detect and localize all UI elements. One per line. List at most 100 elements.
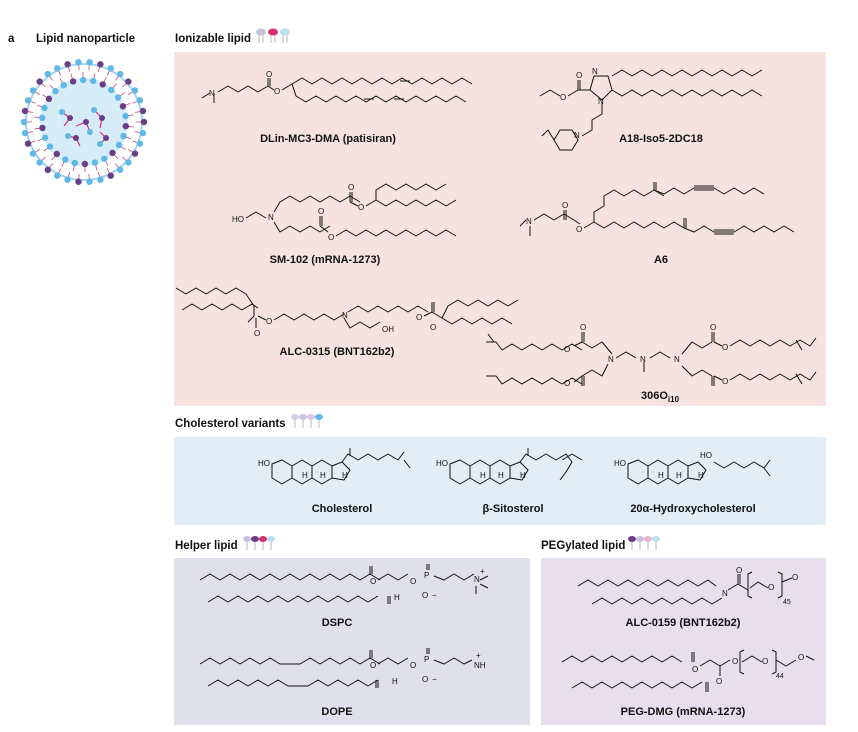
svg-text:O: O: [266, 70, 272, 79]
pegylated-lipid-heading: PEGylated lipid: [541, 540, 626, 552]
lipid-head: [125, 78, 132, 85]
lipid-head: [122, 112, 129, 120]
svg-text:O: O: [562, 201, 568, 210]
a6-structure: N O O: [519, 182, 795, 236]
svg-text:O: O: [732, 657, 738, 666]
dope-structure: O O P O− NH+ H: [199, 648, 486, 688]
lipid-head: [131, 150, 139, 157]
lipid-head: [52, 87, 59, 95]
lipid-head: [136, 140, 144, 147]
svg-text:O: O: [580, 323, 586, 332]
306oi10-label-text: 306O: [640, 390, 668, 402]
lipid-head: [75, 178, 82, 185]
svg-text:O: O: [410, 577, 416, 586]
svg-text:O: O: [722, 377, 728, 386]
lipid-head: [39, 124, 46, 132]
svg-text:O: O: [692, 665, 698, 674]
cholesterol-panel: [174, 437, 826, 525]
svg-text:N: N: [608, 355, 614, 364]
lipid-head: [36, 159, 43, 166]
helper-lipid-heading: Helper lipid: [175, 540, 238, 552]
lipid-head: [69, 78, 77, 85]
lipid-head: [44, 70, 52, 78]
svg-text:O: O: [798, 653, 804, 662]
lipid-head: [64, 176, 71, 183]
svg-text:O: O: [576, 225, 582, 234]
lipid-head: [29, 150, 37, 157]
svg-text:P: P: [424, 655, 429, 664]
lipid-head: [21, 107, 29, 115]
lipid-head: [54, 172, 61, 179]
svg-text:H: H: [520, 471, 526, 480]
sm-102-structure: HO N O O O O: [232, 183, 457, 242]
svg-text:O: O: [358, 203, 364, 212]
lipid-head: [53, 150, 61, 158]
helper-lipid-panel: [174, 558, 530, 725]
lipid-head: [45, 95, 53, 103]
sitosterol-label: β-Sitosterol: [482, 503, 543, 515]
svg-text:HO: HO: [614, 459, 626, 468]
svg-text:O: O: [318, 207, 324, 216]
svg-text:O: O: [416, 313, 422, 322]
svg-text:O: O: [792, 573, 798, 582]
lipid-head: [54, 65, 61, 72]
lipid-head: [125, 159, 132, 166]
lipid-head: [99, 81, 106, 88]
lipid-head: [116, 70, 124, 78]
lipid-head: [20, 118, 28, 126]
lipid-head: [115, 141, 123, 149]
lipid-head: [75, 59, 82, 66]
alc-0159-structure: N O O 45 O: [577, 566, 798, 606]
svg-text:44: 44: [776, 673, 784, 680]
dspc-structure: O O P O− N + H: [199, 564, 489, 604]
lipid-head: [122, 122, 129, 130]
svg-text:O: O: [328, 233, 334, 242]
alc-0159-label: ALC-0159 (BNT162b2): [625, 617, 741, 629]
lipid-head: [140, 118, 148, 126]
svg-text:O: O: [370, 577, 376, 586]
svg-text:H: H: [342, 471, 348, 480]
svg-text:O: O: [430, 323, 436, 332]
lipid-head: [62, 156, 69, 163]
svg-text:N: N: [674, 355, 680, 364]
svg-text:O: O: [564, 345, 570, 354]
lipid-head: [101, 155, 108, 162]
beta-symbol: β-: [482, 503, 493, 515]
306oi10-label: 306Oi10: [641, 390, 679, 404]
svg-text:N: N: [342, 311, 348, 320]
lipid-head: [24, 97, 32, 104]
svg-text:O: O: [348, 183, 354, 192]
svg-text:+: +: [480, 567, 485, 576]
alc-0315-label: ALC-0315 (BNT162b2): [279, 346, 395, 358]
lnp-title: Lipid nanoparticle: [36, 33, 136, 45]
helper-lipid-heading-icon: [243, 536, 275, 550]
lipid-head: [29, 87, 37, 94]
pegylated-lipid-heading-icon: [628, 536, 660, 550]
svg-text:HO: HO: [232, 215, 244, 224]
lipid-head: [81, 160, 89, 168]
lipid-head: [109, 149, 116, 157]
svg-text:O: O: [710, 323, 716, 332]
svg-text:O: O: [576, 71, 582, 80]
svg-text:HO: HO: [700, 451, 712, 460]
svg-text:O: O: [370, 661, 376, 670]
lipid-head: [136, 97, 144, 104]
lipid-head: [44, 166, 52, 174]
lipid-head: [131, 87, 139, 94]
a18-iso5-2dc18-label: A18-Iso5-2DC18: [619, 133, 703, 145]
a6-label: A6: [653, 254, 669, 266]
lipid-head: [120, 132, 127, 140]
306oi10-structure: O O N N N O O O O: [486, 323, 817, 388]
svg-text:H: H: [676, 471, 682, 480]
lipid-head: [24, 140, 32, 147]
lipid-head: [119, 103, 127, 110]
dope-label: DOPE: [321, 706, 353, 718]
svg-text:HO: HO: [258, 459, 270, 468]
lipid-head: [86, 178, 93, 185]
svg-text:N: N: [526, 217, 532, 226]
lipid-head: [41, 104, 48, 112]
ionizable-lipid-heading: Ionizable lipid: [175, 33, 252, 45]
lipid-head: [36, 78, 43, 85]
